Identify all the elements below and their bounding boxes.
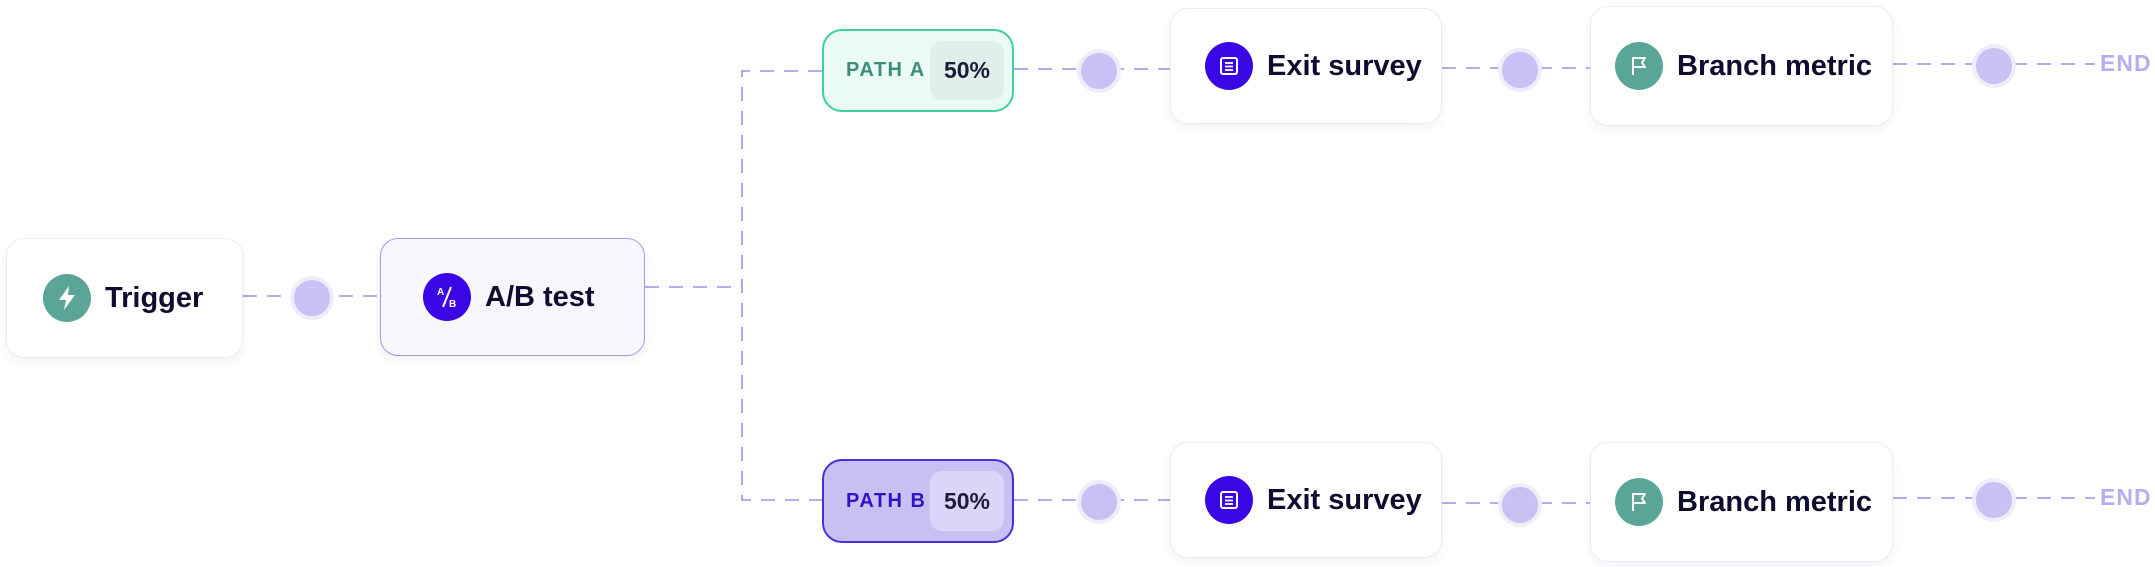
svg-text:B: B	[449, 299, 456, 310]
connector-dot[interactable]	[1972, 478, 2016, 522]
path-a-badge[interactable]: PATH A 50%	[822, 29, 1014, 112]
trigger-node[interactable]: Trigger	[6, 238, 243, 358]
lightning-icon	[43, 274, 91, 322]
path-b-label: PATH B	[846, 489, 927, 512]
connector-dot[interactable]	[1077, 49, 1121, 93]
flag-icon	[1615, 42, 1663, 90]
exit-survey-node-a[interactable]: Exit survey	[1170, 8, 1442, 124]
branch-metric-label: Branch metric	[1677, 49, 1873, 82]
branch-metric-node-b[interactable]: Branch metric	[1590, 442, 1893, 562]
ab-test-node[interactable]: A B A/B test	[380, 238, 645, 356]
survey-icon	[1205, 42, 1253, 90]
connector-dot[interactable]	[1077, 480, 1121, 524]
path-b-percent: 50%	[930, 471, 1004, 531]
branch-metric-node-a[interactable]: Branch metric	[1590, 6, 1893, 126]
flag-icon	[1615, 478, 1663, 526]
end-label: END	[2100, 50, 2152, 76]
ab-test-label: A/B test	[485, 280, 595, 313]
exit-survey-label: Exit survey	[1267, 483, 1422, 516]
trigger-label: Trigger	[105, 281, 204, 314]
connector-dot[interactable]	[1498, 483, 1542, 527]
connector-dot[interactable]	[290, 276, 334, 320]
connector-dot[interactable]	[1972, 44, 2016, 88]
branch-metric-label: Branch metric	[1677, 485, 1873, 518]
ab-split-icon: A B	[423, 273, 471, 321]
survey-icon	[1205, 476, 1253, 524]
path-b-badge[interactable]: PATH B 50%	[822, 459, 1014, 543]
end-label: END	[2100, 484, 2152, 510]
path-a-label: PATH A	[846, 59, 926, 81]
path-a-percent: 50%	[930, 41, 1004, 100]
exit-survey-label: Exit survey	[1267, 49, 1422, 82]
exit-survey-node-b[interactable]: Exit survey	[1170, 442, 1442, 558]
svg-text:A: A	[437, 287, 444, 298]
connector-dot[interactable]	[1498, 48, 1542, 92]
